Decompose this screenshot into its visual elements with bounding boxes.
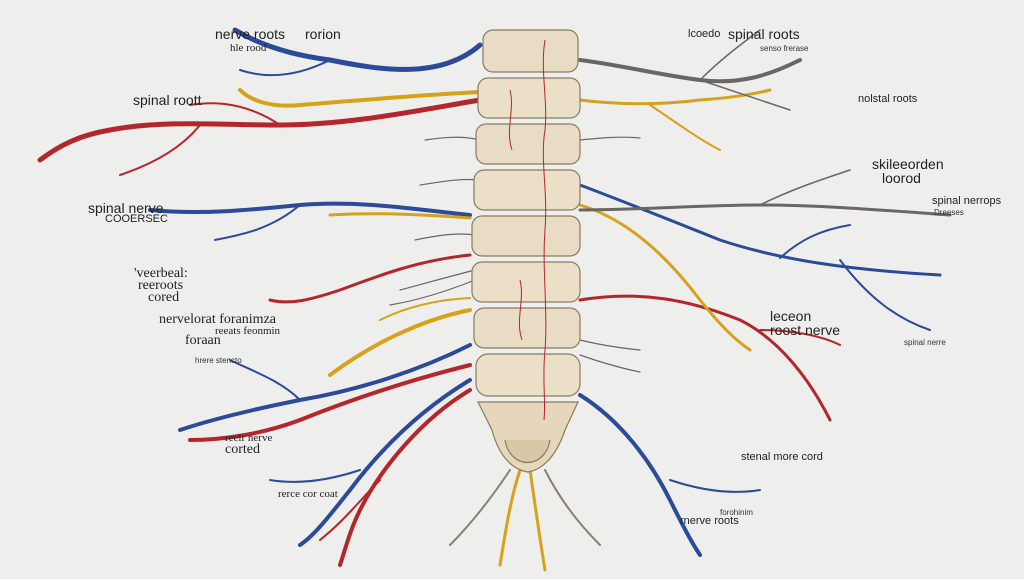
- label-foraan: foraan: [185, 333, 221, 348]
- label-nolstal-roots: nolstal roots: [858, 93, 918, 105]
- left-blue-nerves: [148, 27, 483, 547]
- label-reeats-feonmin: reeats feonmin: [215, 325, 281, 337]
- label-spinal-nerre-right: spinal nerre: [904, 338, 946, 347]
- label-rorion: rorion: [305, 26, 341, 42]
- label-nervelorat-foranimza: nervelorat foranimza: [159, 312, 276, 327]
- label-cored: cored: [148, 290, 180, 305]
- label-reelr-nerve: reelr nerve: [225, 432, 273, 444]
- label-spinal-nerve-left: spinal nerve: [88, 200, 164, 216]
- label-corted: corted: [225, 442, 260, 457]
- label-rerce-cor-coat: rerce cor coat: [278, 488, 338, 500]
- label-loorod: loorod: [882, 170, 921, 186]
- left-yellow-nerves: [238, 88, 482, 377]
- right-yellow-nerves: [578, 88, 772, 352]
- vertebral-column: [471, 29, 581, 473]
- left-red-nerves: [37, 97, 483, 567]
- label-veerbeal: 'veerbeal:: [134, 266, 188, 281]
- label-dreeses: Dreeses: [934, 208, 964, 217]
- label-rnerve-roots-bottom: rnerve roots: [680, 515, 739, 527]
- label-skileeorden: skileeorden: [872, 156, 944, 172]
- label-reeroots: reeroots: [138, 278, 184, 293]
- label-senso-frerase: senso frerase: [760, 44, 809, 53]
- label-roost-nerve: roost nerve: [770, 322, 841, 338]
- label-spinal-root-left: spinal roott: [133, 92, 202, 108]
- label-hrere-stencto: hrere stencto: [195, 356, 242, 365]
- label-stenal-more-cord: stenal more cord: [741, 451, 823, 463]
- label-spinal-nerrops: spinal nerrops: [932, 195, 1002, 207]
- label-lcoedo: lcoedo: [688, 28, 721, 40]
- label-nerve-roots-top: nerve roots: [215, 26, 286, 42]
- label-spinal-roots-top: spinal roots: [728, 26, 800, 42]
- label-hle-rood: hle rood: [230, 42, 267, 54]
- label-cooersec: COOERSEC: [105, 213, 168, 225]
- label-forohinim: forohinim: [720, 508, 753, 517]
- right-gray-nerves: [578, 29, 952, 373]
- right-blue-nerves: [578, 183, 942, 557]
- left-gray-nerves: [389, 136, 481, 306]
- cauda-nerves: [449, 468, 601, 572]
- right-red-nerves: [578, 294, 841, 422]
- label-leceon: leceon: [770, 308, 812, 324]
